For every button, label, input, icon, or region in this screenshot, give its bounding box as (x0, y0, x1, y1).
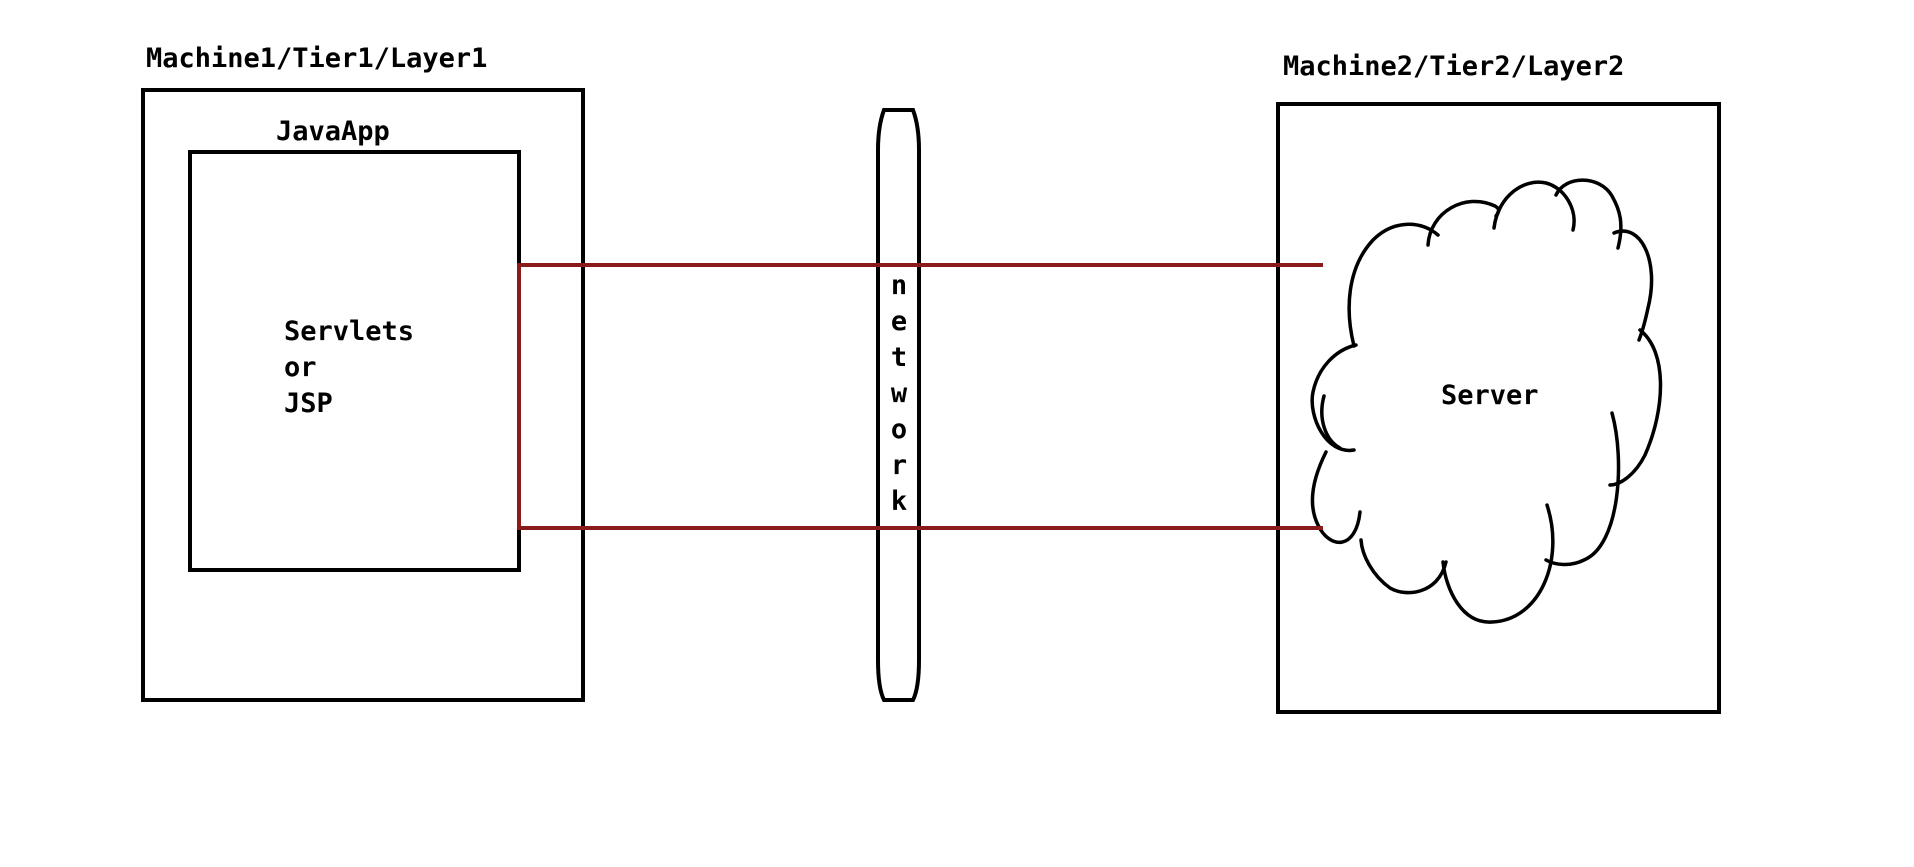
server-cloud (1310, 178, 1663, 624)
server-label: Server (1441, 380, 1539, 411)
machine1-box (141, 88, 585, 702)
network-letter: w (890, 378, 908, 409)
content-line-jsp: JSP (284, 388, 333, 419)
network-pill (876, 108, 921, 702)
network-letter: r (890, 450, 908, 481)
network-label: n e t w o r k (881, 268, 917, 528)
network-letter: n (890, 270, 908, 301)
javaapp-title: JavaApp (276, 116, 390, 147)
content-line-servlets: Servlets (284, 316, 415, 347)
javaapp-content: Servlets or JSP (284, 314, 414, 422)
machine2-box (1276, 102, 1721, 714)
network-letter: k (890, 486, 908, 517)
network-letter: e (890, 306, 908, 337)
content-line-or: or (284, 352, 317, 383)
connection-lines (517, 263, 1323, 530)
network-letter: o (890, 414, 908, 445)
machine2-title: Machine2/Tier2/Layer2 (1283, 51, 1625, 82)
network-letter: t (890, 342, 908, 373)
machine1-title: Machine1/Tier1/Layer1 (146, 43, 488, 74)
